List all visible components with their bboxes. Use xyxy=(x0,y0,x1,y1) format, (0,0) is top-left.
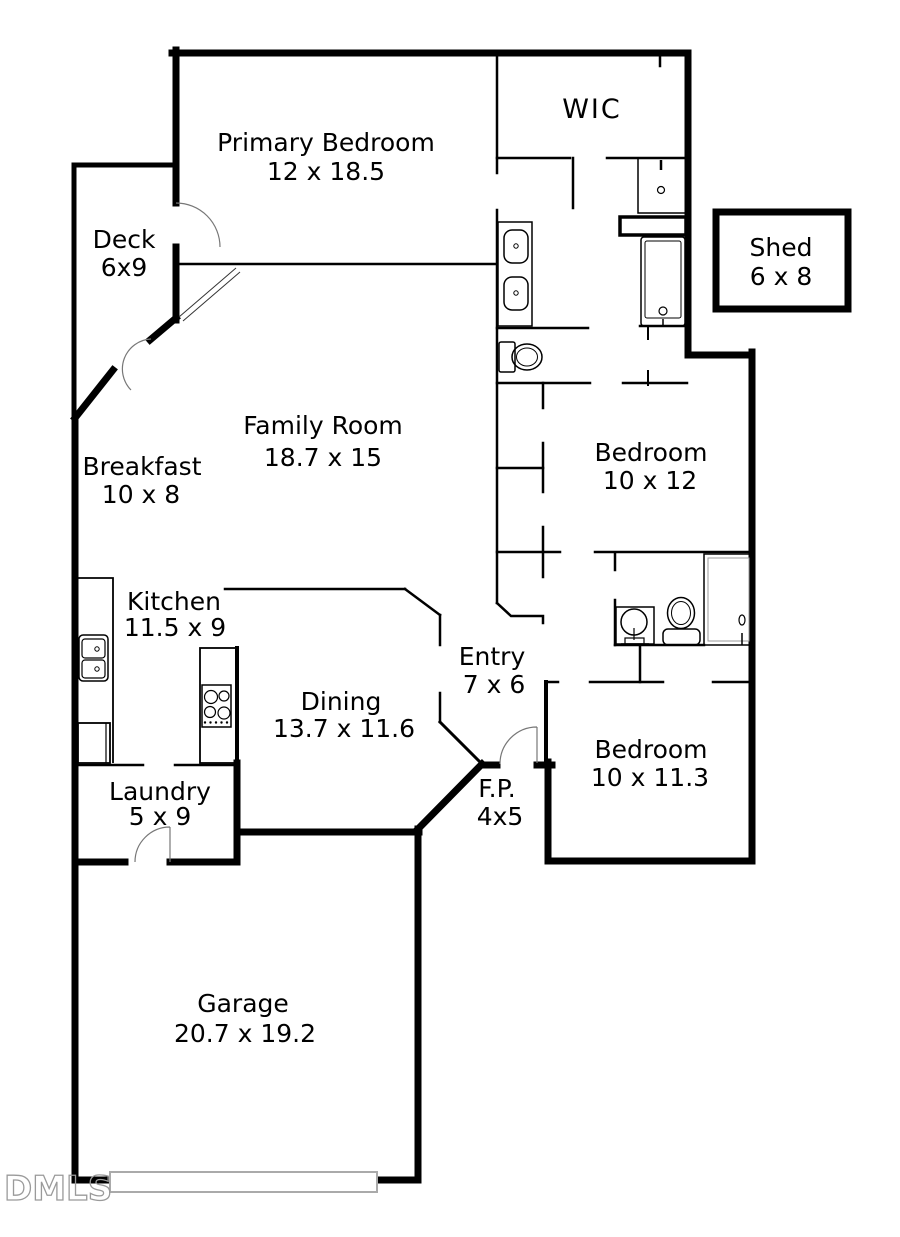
room-label-shed: Shed xyxy=(750,233,813,262)
room-label-fireplace: F.P. xyxy=(478,774,515,803)
room-label-dining: Dining xyxy=(301,687,382,716)
room-label-deck: Deck xyxy=(93,225,156,254)
front-door-arc xyxy=(499,726,538,765)
room-dims-fireplace: 4x5 xyxy=(477,802,524,831)
kitchen-fixtures xyxy=(77,577,238,764)
room-dims-primary-bedroom: 12 x 18.5 xyxy=(267,157,385,186)
kitchen-sink-icon xyxy=(78,634,109,682)
room-label-primary-bedroom: Primary Bedroom xyxy=(217,128,435,157)
room-dims-bedroom-3: 10 x 11.3 xyxy=(591,763,709,792)
primary-bath-fixtures xyxy=(497,157,688,373)
toilet-icon xyxy=(498,341,543,373)
stove-counter xyxy=(199,647,238,764)
room-label-bedroom-3: Bedroom xyxy=(594,735,707,764)
room-labels: Primary Bedroom 12 x 18.5 WIC Shed 6 x 8… xyxy=(82,94,812,1048)
range-burners-icon xyxy=(201,684,232,728)
room-dims-family-room: 18.7 x 15 xyxy=(264,443,382,472)
deck-outline xyxy=(71,162,179,419)
room-label-bedroom-2: Bedroom xyxy=(594,438,707,467)
shower-2-icon xyxy=(703,553,754,646)
deck-slider-leaf xyxy=(178,267,241,322)
primary-deck-door-arc xyxy=(175,202,221,248)
room-label-wic: WIC xyxy=(562,94,622,125)
mls-watermark: DMLS xyxy=(4,1169,112,1209)
room-dims-laundry: 5 x 9 xyxy=(129,802,192,831)
room-label-breakfast: Breakfast xyxy=(82,452,201,481)
room-label-entry: Entry xyxy=(459,642,526,671)
toilet-2-icon xyxy=(662,596,701,646)
room-dims-shed: 6 x 8 xyxy=(750,262,813,291)
room-dims-dining: 13.7 x 11.6 xyxy=(273,714,415,743)
garage-door-icon xyxy=(109,1171,378,1193)
room-dims-garage: 20.7 x 19.2 xyxy=(174,1019,316,1048)
room-label-garage: Garage xyxy=(197,989,289,1018)
breakfast-deck-door-arc xyxy=(121,338,152,391)
room-label-family-room: Family Room xyxy=(243,411,403,440)
shed-outline xyxy=(712,208,852,313)
exterior-walls xyxy=(70,46,756,1184)
bathtub-icon xyxy=(640,236,686,327)
room-dims-deck: 6x9 xyxy=(101,253,148,282)
room-dims-entry: 7 x 6 xyxy=(463,670,526,699)
hall-bath-fixtures xyxy=(615,553,754,646)
room-label-laundry: Laundry xyxy=(109,777,211,806)
shower-stall-icon xyxy=(637,157,687,214)
linen-shelf-icon xyxy=(618,215,688,237)
pedestal-sink-icon xyxy=(615,606,655,645)
door-arcs xyxy=(121,202,538,863)
kitchen-counter xyxy=(78,577,114,763)
room-dims-kitchen: 11.5 x 9 xyxy=(124,613,226,642)
room-dims-bedroom-2: 10 x 12 xyxy=(603,466,697,495)
laundry-garage-door-arc xyxy=(134,826,171,863)
room-dims-breakfast: 10 x 8 xyxy=(102,480,180,509)
double-vanity-icon xyxy=(497,221,533,327)
dishwasher-icon xyxy=(77,722,111,764)
interior-walls xyxy=(73,51,754,767)
room-label-kitchen: Kitchen xyxy=(127,587,221,616)
